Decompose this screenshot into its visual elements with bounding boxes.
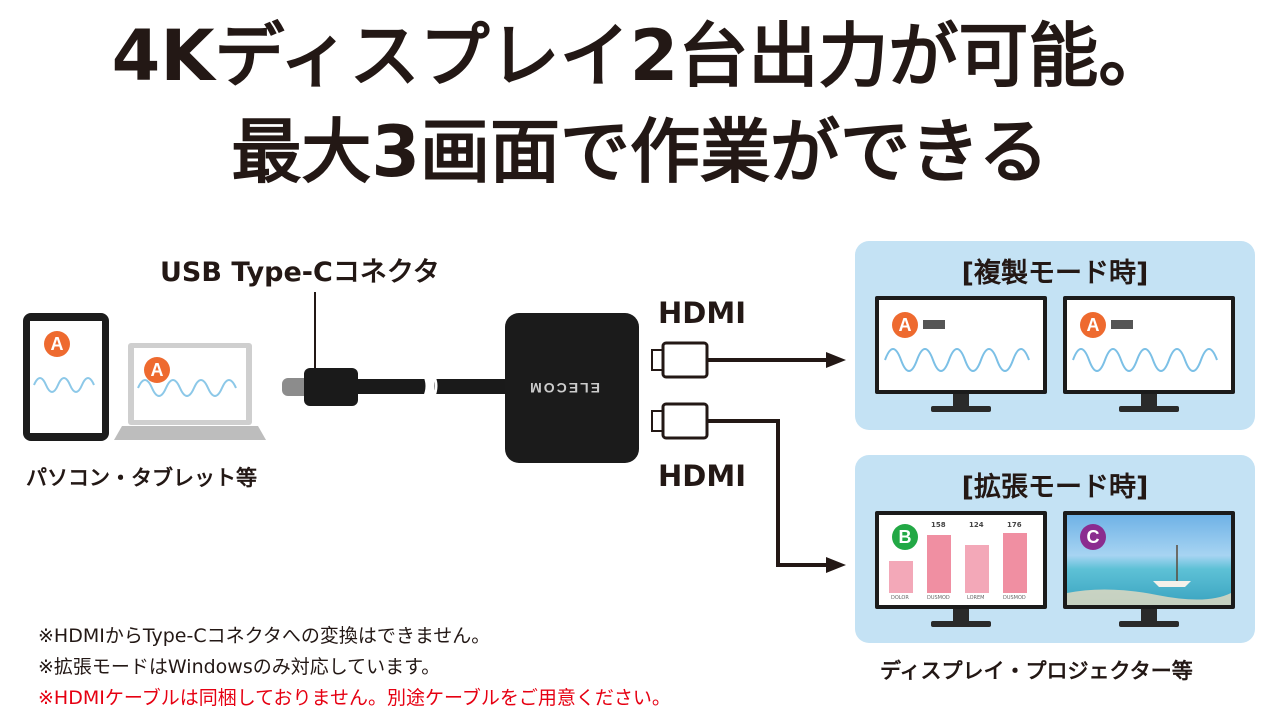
bar-value-3: 176 <box>1007 521 1022 529</box>
extend-right-badge: C <box>1080 524 1106 550</box>
arrow-to-extend-head <box>826 557 846 573</box>
mirror-mode-panel: [複製モード時] A A <box>855 241 1255 430</box>
hdmi-label-top: HDMI <box>658 296 746 330</box>
extend-mode-panel: [拡張モード時] 158 124 176 DOLOR DUSMOD LOREM … <box>855 455 1255 643</box>
bar-cat-2: DUSMOD <box>927 595 950 601</box>
usb-c-plug-tip <box>282 378 310 396</box>
headline-line-1: 4Kディスプレイ2台出力が可能。 <box>111 15 1169 97</box>
laptop-screen-wave <box>137 379 237 397</box>
extend-mode-title: [拡張モード時] <box>961 472 1149 503</box>
bar-1 <box>889 561 913 593</box>
hdmi-label-bottom: HDMI <box>658 459 746 493</box>
bar-4 <box>1003 533 1027 593</box>
shore <box>1067 589 1231 605</box>
hub-brand-logo: ELECOM <box>528 380 600 396</box>
mirror-left-wave-chart <box>884 320 1030 372</box>
laptop-base <box>114 426 266 440</box>
notes: ※HDMIからType-Cコネクタへの変換はできません。 ※拡張モードはWind… <box>38 621 671 714</box>
bar-3 <box>965 545 989 593</box>
hdmi-plug-bottom-body <box>661 402 709 440</box>
cable-break-mark <box>422 373 438 399</box>
tablet-screen-wave <box>33 377 95 393</box>
bar-value-1: 158 <box>931 521 946 529</box>
usb-cable-right <box>434 379 512 394</box>
sailboat-hull <box>1153 581 1191 587</box>
mirror-monitor-right <box>1063 296 1235 416</box>
note-1: ※HDMIからType-Cコネクタへの変換はできません。 <box>38 625 491 647</box>
usb-cable-left <box>356 379 426 394</box>
mirror-left-badge: A <box>892 312 918 338</box>
bar-cat-1: DOLOR <box>891 595 909 601</box>
bar-cat-4: DUSMOD <box>1003 595 1026 601</box>
bar-value-2: 124 <box>969 521 984 529</box>
bar-2 <box>927 535 951 593</box>
usb-type-c-label: USB Type-Cコネクタ <box>160 257 440 288</box>
source-devices-label: パソコン・タブレット等 <box>26 466 257 490</box>
hub-body <box>505 313 639 463</box>
headline-line-2: 最大3画面で作業ができる <box>231 111 1049 193</box>
note-2: ※拡張モードはWindowsのみ対応しています。 <box>38 656 441 678</box>
note-3-warning: ※HDMIケーブルは同梱しておりません。別途ケーブルをご用意ください。 <box>38 687 671 709</box>
hdmi-plug-top-body <box>661 341 709 379</box>
target-devices-label: ディスプレイ・プロジェクター等 <box>880 659 1193 683</box>
mirror-right-wave-chart <box>1072 320 1218 372</box>
arrow-to-mirror-head <box>826 352 846 368</box>
arrow-to-extend-line <box>707 419 828 567</box>
mirror-mode-title: [複製モード時] <box>961 258 1149 289</box>
extend-left-badge: B <box>892 524 918 550</box>
mirror-right-badge: A <box>1080 312 1106 338</box>
bar-cat-3: LOREM <box>967 595 985 601</box>
laptop-badge-a: A <box>144 357 170 383</box>
tablet-badge-a: A <box>44 331 70 357</box>
usb-c-plug-body <box>304 368 358 406</box>
